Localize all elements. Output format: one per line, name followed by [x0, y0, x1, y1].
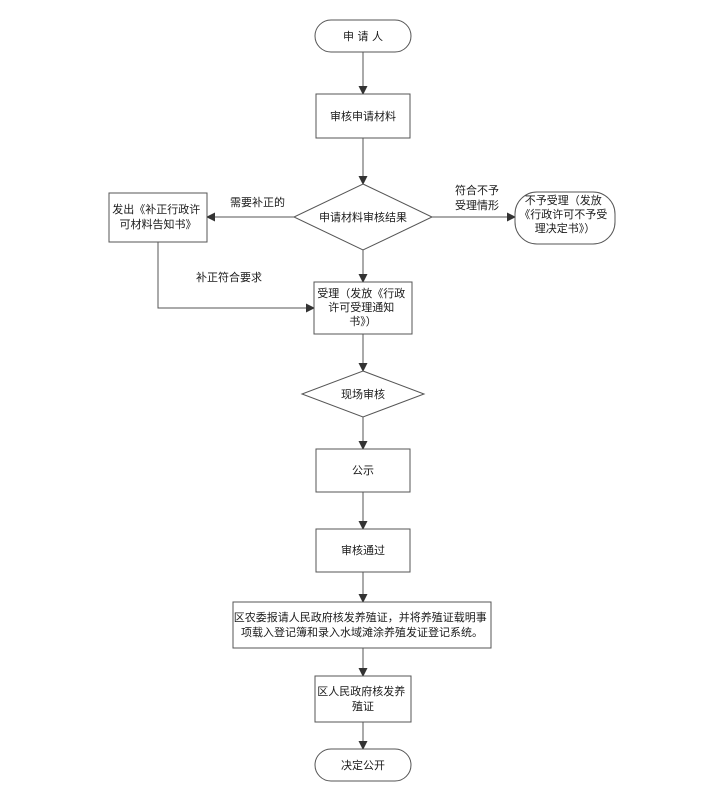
label-not-qualified: 符合不予 受理情形 [455, 183, 503, 212]
node-review-passed-label: 审核通过 [341, 543, 385, 557]
node-accept: 受理（发放《行政 许可受理通知 书》） [313, 281, 413, 335]
node-reject-label: 不予受理（发放 《行政许可不予受 理决定书》） [519, 193, 611, 235]
node-decision-public: 决定公开 [314, 748, 412, 782]
node-district-report-label: 区农委报请人民政府核发养殖证，并将养殖证载明事 项载入登记簿和录入水域滩涂养殖发… [234, 610, 491, 639]
node-supplement-notice-label: 发出《补正行政许 可材料告知书》 [112, 202, 204, 231]
node-review-materials-label: 审核申请材料 [330, 109, 396, 123]
node-district-issue-label: 区人民政府核发养 殖证 [317, 684, 409, 713]
node-review-result-label: 申请材料审核结果 [319, 210, 407, 224]
node-applicant-label: 申 请 人 [343, 30, 383, 43]
node-supplement-notice: 发出《补正行政许 可材料告知书》 [108, 192, 208, 243]
node-district-issue: 区人民政府核发养 殖证 [314, 675, 412, 723]
edge-supplement-to-accept [157, 242, 315, 313]
label-supplement-ok: 补正符合要求 [196, 270, 262, 284]
node-accept-label: 受理（发放《行政 许可受理通知 书》） [317, 286, 409, 328]
node-publicity: 公示 [315, 448, 411, 493]
node-review-result: 申请材料审核结果 [292, 183, 434, 251]
label-needs-supplement: 需要补正的 [230, 195, 285, 209]
node-publicity-label: 公示 [352, 464, 374, 477]
node-review-passed: 审核通过 [315, 528, 411, 573]
node-site-review-label: 现场审核 [341, 387, 385, 401]
node-decision-public-label: 决定公开 [341, 758, 385, 772]
node-district-report: 区农委报请人民政府核发养殖证，并将养殖证载明事 项载入登记簿和录入水域滩涂养殖发… [232, 601, 492, 649]
node-review-materials: 审核申请材料 [315, 93, 411, 139]
node-applicant: 申 请 人 [314, 19, 412, 53]
node-reject: 不予受理（发放 《行政许可不予受 理决定书》） [514, 191, 616, 245]
node-site-review: 现场审核 [300, 370, 426, 418]
